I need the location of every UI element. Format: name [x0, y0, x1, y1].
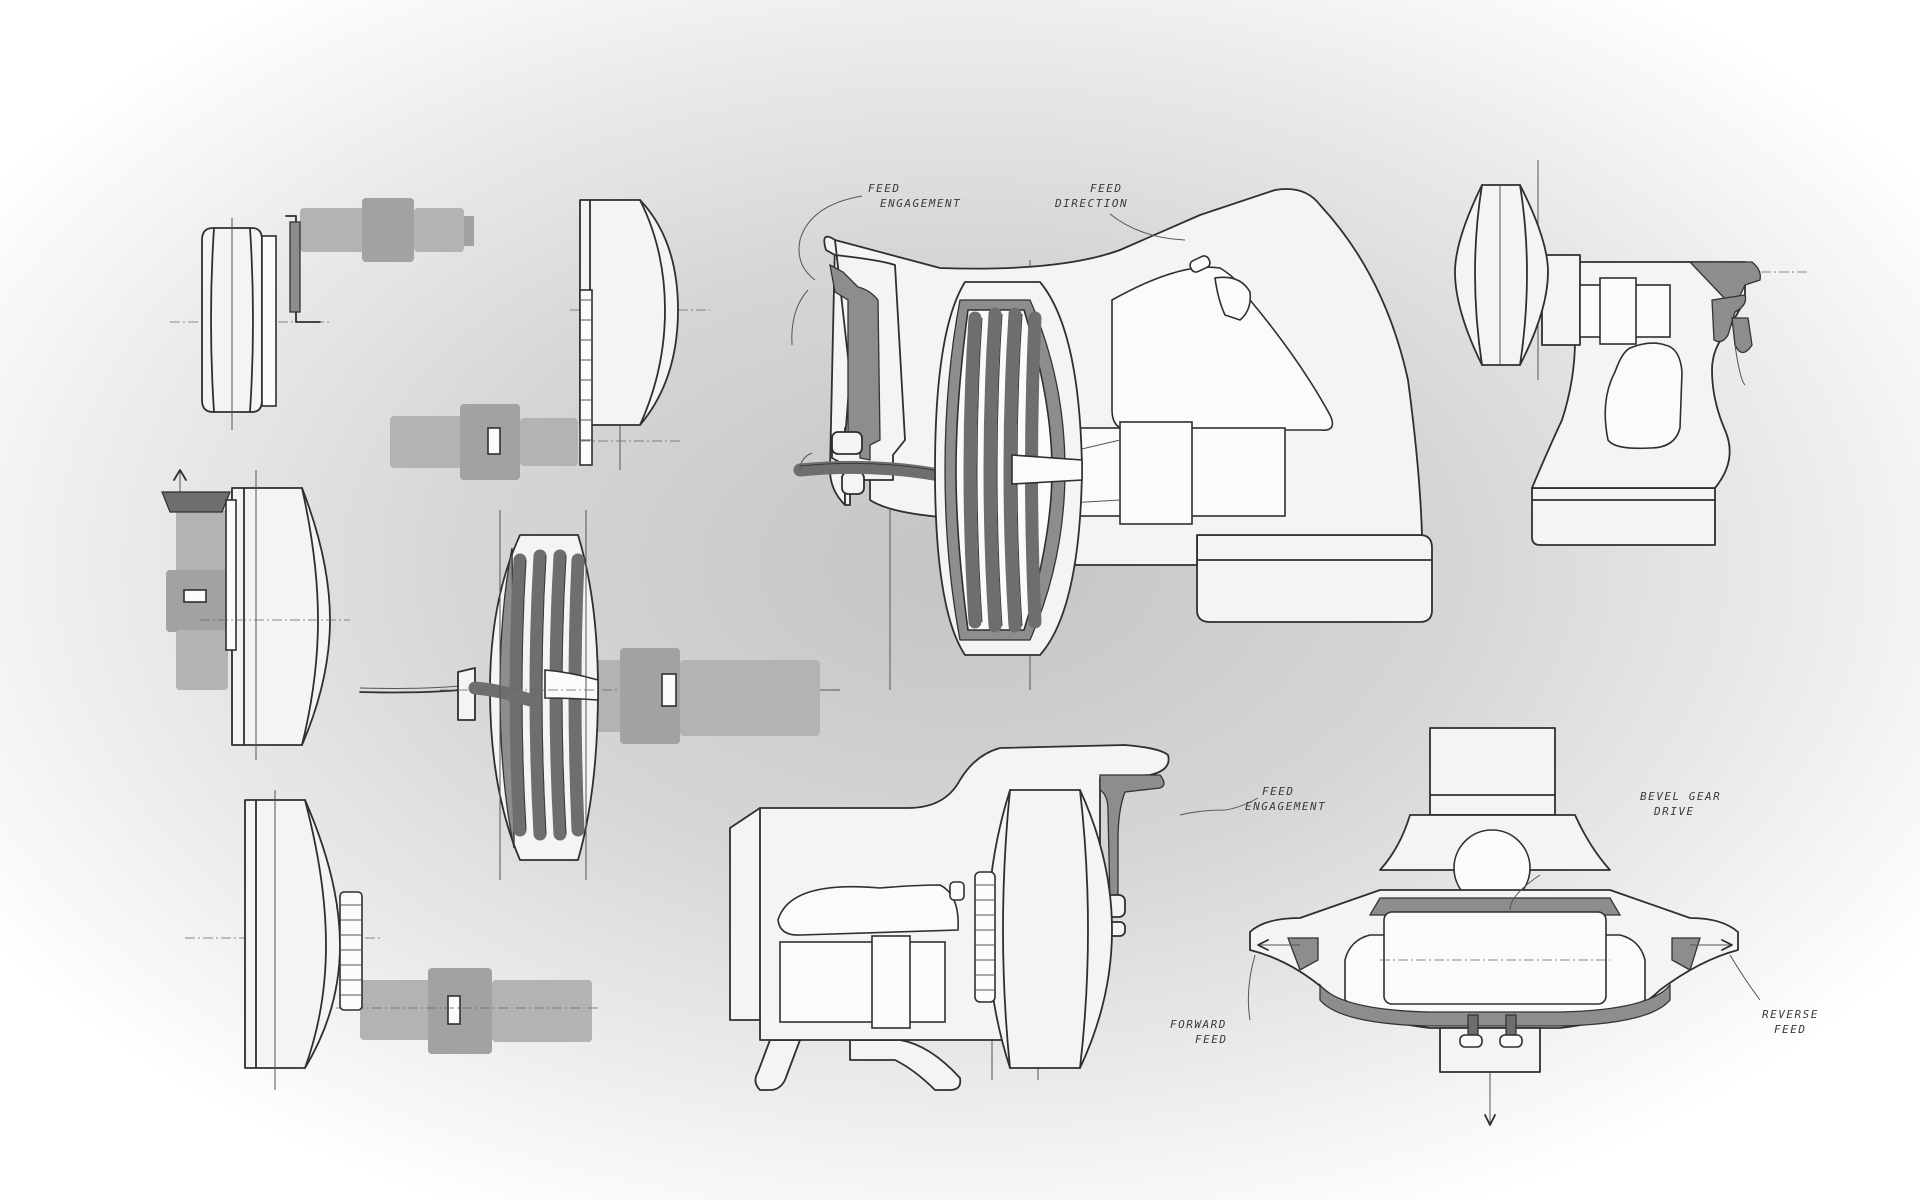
auger-reverse-side-view: [729, 744, 1259, 1091]
svg-text:FEED: FEED: [1262, 785, 1295, 798]
main-auger-side-view: [791, 188, 1433, 690]
svg-text:FEED: FEED: [868, 182, 901, 195]
drum-view-bevel-gear: [161, 469, 350, 760]
drum-view-gear-motor: [185, 790, 600, 1090]
svg-text:BEVEL GEAR: BEVEL GEAR: [1640, 790, 1721, 803]
drum-view-side-motor: [390, 199, 710, 480]
svg-text:REVERSE: REVERSE: [1762, 1008, 1819, 1021]
annotation-feed-engagement-top: FEED ENGAGEMENT: [868, 182, 961, 210]
svg-text:FEED: FEED: [1090, 182, 1123, 195]
svg-text:FORWARD: FORWARD: [1170, 1018, 1227, 1031]
drum-view-crank-motor: [170, 198, 474, 430]
bevel-gear-cutaway: [1247, 727, 1761, 1126]
drum-cutaway-coil: [359, 510, 840, 880]
svg-text:FEED: FEED: [1774, 1023, 1807, 1036]
svg-text:DIRECTION: DIRECTION: [1054, 197, 1128, 210]
pistol-grip-view: [1454, 160, 1810, 546]
svg-text:ENGAGEMENT: ENGAGEMENT: [1245, 800, 1326, 813]
annotation-reverse-feed: REVERSE FEED: [1762, 1008, 1819, 1036]
svg-text:FEED: FEED: [1195, 1033, 1228, 1046]
annotation-forward-feed: FORWARD FEED: [1170, 1018, 1228, 1046]
annotation-bevel-gear-drive: BEVEL GEAR DRIVE: [1640, 790, 1721, 818]
annotation-feed-engagement-bottom: FEED ENGAGEMENT: [1245, 785, 1326, 813]
svg-text:DRIVE: DRIVE: [1653, 805, 1695, 818]
svg-text:ENGAGEMENT: ENGAGEMENT: [880, 197, 961, 210]
annotation-feed-direction: FEED DIRECTION: [1054, 182, 1128, 210]
